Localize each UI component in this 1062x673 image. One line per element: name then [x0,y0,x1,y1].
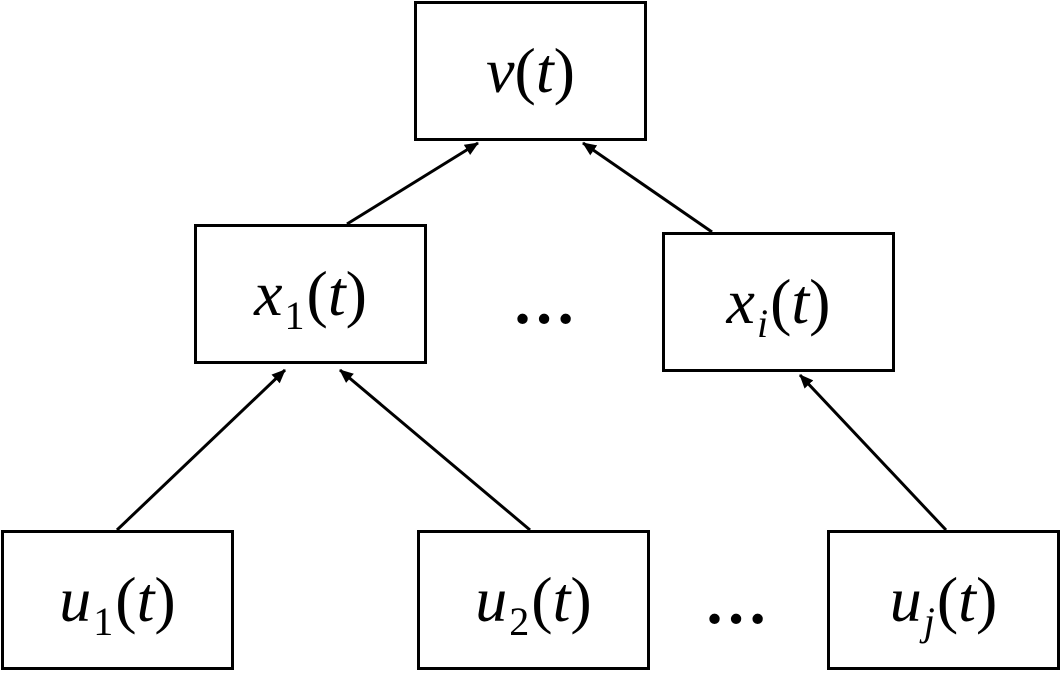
node-uj-open-paren: ( [936,564,959,635]
edge-u2-to-x1 [339,368,531,532]
node-u1-open-paren: ( [115,564,137,635]
node-v: v(t) [414,1,647,141]
node-v-arg: t [535,35,554,106]
node-v-label: v(t) [486,39,575,103]
node-v-var: v [486,35,515,106]
node-u2-var: u [475,564,508,635]
edge-uj-to-xi [798,373,948,532]
node-u1-var: u [59,564,92,635]
node-u2-arg: t [552,564,571,635]
node-v-open-paren: ( [514,35,536,106]
node-u2-sub: 2 [509,599,530,644]
node-u1-close-paren: ) [154,564,176,635]
node-uj-arg: t [958,564,976,635]
ellipsis-middle: … [512,266,578,337]
node-u1-arg: t [136,564,155,635]
node-u1-sub: 1 [93,599,114,644]
node-uj-sub: j [923,599,935,644]
edges-layer [115,141,948,532]
node-v-close-paren: ) [553,35,575,106]
node-x1-var: x [254,258,283,329]
node-x1-sub: 1 [284,293,305,338]
node-x1-open-paren: ( [306,258,328,329]
node-x1-arg: t [327,258,346,329]
node-xi-close-paren: ) [809,266,831,337]
node-xi-open-paren: ( [770,266,792,337]
ellipsis-bottom: … [704,566,770,637]
node-u2-open-paren: ( [531,564,553,635]
edge-xi-to-v [582,141,713,234]
node-uj-var: u [889,564,922,635]
node-uj-close-paren: ) [975,564,998,635]
edge-x1-to-v [346,141,479,226]
node-x1-close-paren: ) [345,258,367,329]
node-u2-close-paren: ) [570,564,592,635]
node-xi-var: x [726,266,755,337]
edge-u1-to-x1 [115,368,287,532]
node-xi-sub: i [756,301,769,346]
node-xi-arg: t [791,266,810,337]
